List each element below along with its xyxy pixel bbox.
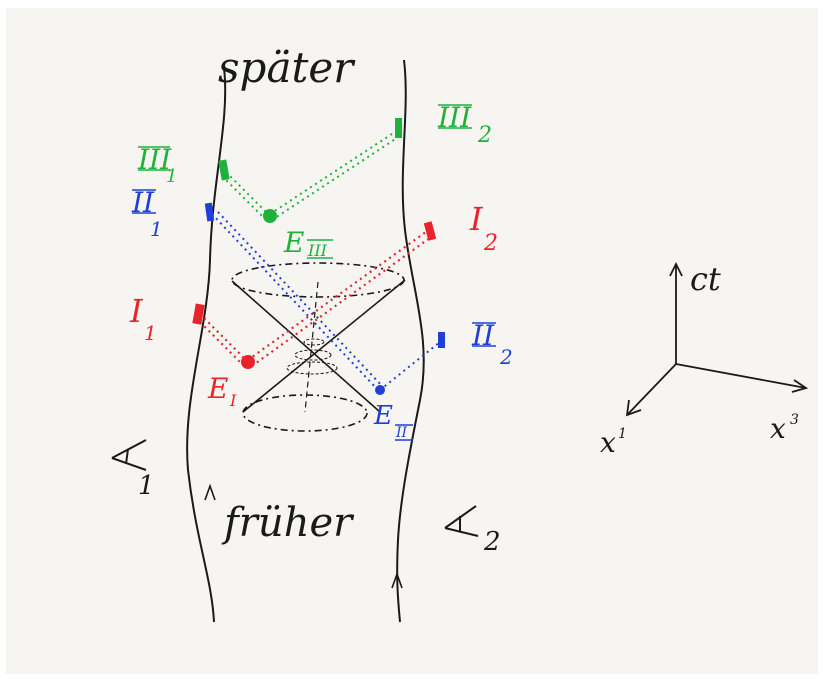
worldline-1-arrow xyxy=(204,483,216,501)
detection-II2-mark xyxy=(438,332,445,348)
label-III2-sub: 2 xyxy=(477,123,492,148)
label-event-III-sub: III xyxy=(307,241,328,260)
paper-background xyxy=(6,8,818,674)
label-II1: II xyxy=(131,186,155,219)
label-event-II-sub: II xyxy=(395,425,408,441)
axis-x1-line xyxy=(627,363,677,415)
light-cone-generator-2 xyxy=(242,279,406,413)
worldline-observer-1 xyxy=(186,67,227,623)
detection-I2-mark xyxy=(423,221,437,241)
event-I-dot xyxy=(241,355,255,369)
light-cone-axis xyxy=(304,281,319,413)
signal-II-to-II1-b xyxy=(217,211,385,389)
worldline-observer-2 xyxy=(396,59,425,623)
signals-event-III xyxy=(218,118,402,223)
label-axis-x3-sup: 3 xyxy=(790,412,799,428)
light-cone-top-rim xyxy=(231,262,405,298)
label-observer-1-index: 1 xyxy=(138,471,155,501)
label-II2: II xyxy=(471,319,495,352)
label-event-III: E xyxy=(283,226,304,259)
signals-event-II xyxy=(204,202,445,395)
event-II-dot xyxy=(375,385,385,395)
label-event-I-sub: I xyxy=(229,391,237,410)
light-cone-inner-ring-3 xyxy=(286,361,338,375)
detection-I1-mark xyxy=(192,303,205,325)
label-axis-x1-sup: 1 xyxy=(618,426,627,442)
event-III-dot xyxy=(263,209,277,223)
light-cone-inner-ring-2 xyxy=(294,349,332,361)
axis-x3-line xyxy=(675,363,807,389)
label-II1-sub: 1 xyxy=(150,217,163,241)
label-I2-sub: 2 xyxy=(483,231,498,256)
label-III2: III xyxy=(437,101,472,134)
label-axis-x3: x xyxy=(770,412,786,445)
label-III1-sub: 1 xyxy=(166,166,177,187)
label-axis-x1: x xyxy=(600,426,616,459)
detection-III2-mark xyxy=(395,118,402,138)
worldline-2-arrow xyxy=(391,571,403,589)
signal-I-to-I2 xyxy=(247,228,431,361)
signal-II-to-II1 xyxy=(211,213,379,391)
label-I2: I xyxy=(469,200,484,238)
signal-III-to-III1 xyxy=(223,169,271,217)
light-cone-inner-ring-1 xyxy=(303,338,325,346)
light-cone xyxy=(231,262,406,432)
axis-x3-arrow xyxy=(791,379,809,393)
signal-II-to-II2 xyxy=(379,341,441,391)
label-I1: I xyxy=(129,292,144,330)
label-axis-ct: ct xyxy=(690,260,721,298)
signal-I-to-I1-b xyxy=(197,319,245,367)
label-observer-2-index: 2 xyxy=(483,527,501,557)
signal-III-to-III1-b xyxy=(219,173,267,221)
label-II2-sub: 2 xyxy=(499,345,513,369)
observer-2-glyph xyxy=(444,505,479,537)
light-cone-bottom-rim xyxy=(242,394,368,432)
label-event-I: E xyxy=(207,372,228,405)
label-earlier: früher xyxy=(221,500,355,546)
signal-I-to-I2-b xyxy=(251,234,435,367)
coordinate-axes xyxy=(625,261,809,417)
numeral-overlines xyxy=(132,104,496,441)
signal-III-to-III2 xyxy=(269,129,399,215)
detection-II1-mark xyxy=(204,202,215,222)
signal-III-to-III2-b xyxy=(271,135,401,221)
label-I1-sub: 1 xyxy=(144,321,157,345)
light-cone-generator-1 xyxy=(231,280,381,413)
label-later: später xyxy=(218,43,356,92)
axis-ct-arrow xyxy=(669,261,683,277)
axis-x1-arrow xyxy=(625,399,642,417)
signals-event-I xyxy=(192,221,437,369)
label-event-II: E xyxy=(373,401,393,431)
signal-I-to-I1 xyxy=(201,315,249,363)
detection-III1-mark xyxy=(218,159,230,181)
label-III1: III xyxy=(137,143,172,176)
observer-1-glyph xyxy=(111,439,147,471)
